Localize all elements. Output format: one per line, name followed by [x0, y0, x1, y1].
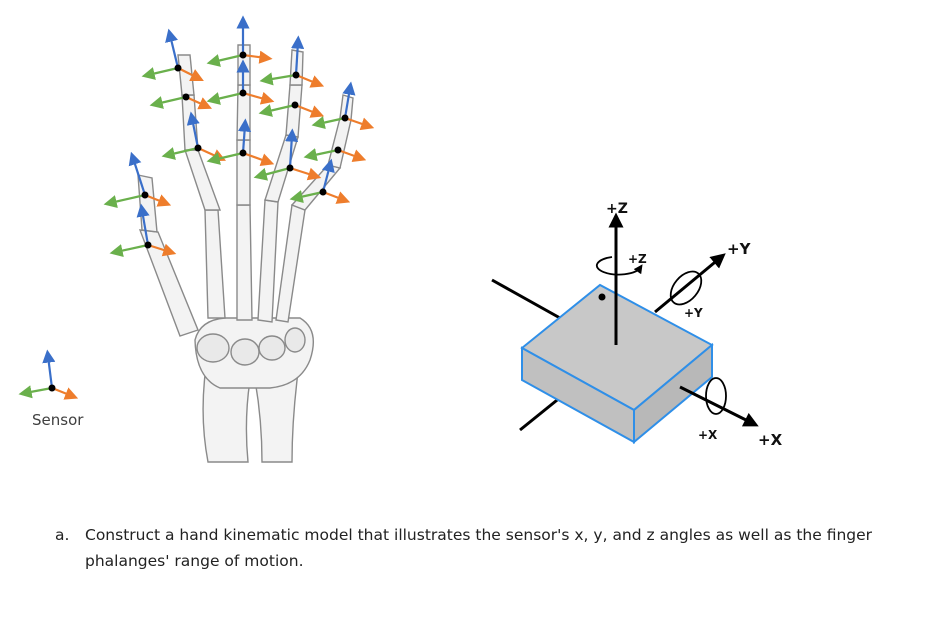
- sensor-middle-proximal: [206, 118, 275, 166]
- sensor-index-distal: [141, 28, 204, 81]
- x-axis-label: +X: [758, 431, 783, 449]
- y-rotation-label: +Y: [684, 306, 703, 320]
- sensor-ring-proximal: [253, 128, 322, 181]
- sensor-middle-middle: [206, 59, 275, 105]
- legend-sensor-icon: [18, 349, 79, 400]
- z-rotation-label: +Z: [628, 252, 647, 266]
- question-text: Construct a hand kinematic model that il…: [85, 526, 873, 570]
- sensor-index-middle: [149, 93, 213, 110]
- x-axis-arrow: [679, 385, 759, 427]
- y-axis-arrow: [654, 253, 726, 314]
- legend-sensor-label: Sensor: [32, 411, 84, 429]
- y-rotation-arrow: [669, 270, 703, 306]
- z-axis-label: +Z: [606, 201, 628, 217]
- x-rotation-arrow: [705, 377, 727, 415]
- y-axis-label: +Y: [727, 240, 752, 258]
- sensor-block-diagram: +Z +Z +Y +Y +X +X: [491, 201, 783, 449]
- sensor-little-proximal: [289, 158, 351, 204]
- sensor-thumb-distal: [103, 151, 172, 208]
- hand-skeleton: [137, 44, 354, 463]
- sensor-thumb-proximal: [109, 203, 177, 258]
- z-rotation-arrow: [595, 256, 643, 276]
- sensor-middle-distal: [206, 15, 273, 67]
- x-axis-back-line: [491, 278, 561, 320]
- joint-sensors: [103, 15, 375, 258]
- sensor-ring-middle: [258, 101, 325, 118]
- block-origin-dot: [598, 293, 606, 301]
- block-side-face: [633, 342, 713, 445]
- sensor-ring-distal: [259, 35, 325, 88]
- question-marker: a.: [55, 526, 70, 544]
- question-item: a. Construct a hand kinematic model that…: [55, 522, 875, 574]
- sensor-little-middle: [303, 146, 367, 162]
- x-rotation-label: +X: [698, 428, 718, 442]
- sensor-little-distal: [311, 81, 375, 131]
- hand-kinematics-figure: +Z +Z +Y +Y +X +X: [18, 15, 783, 463]
